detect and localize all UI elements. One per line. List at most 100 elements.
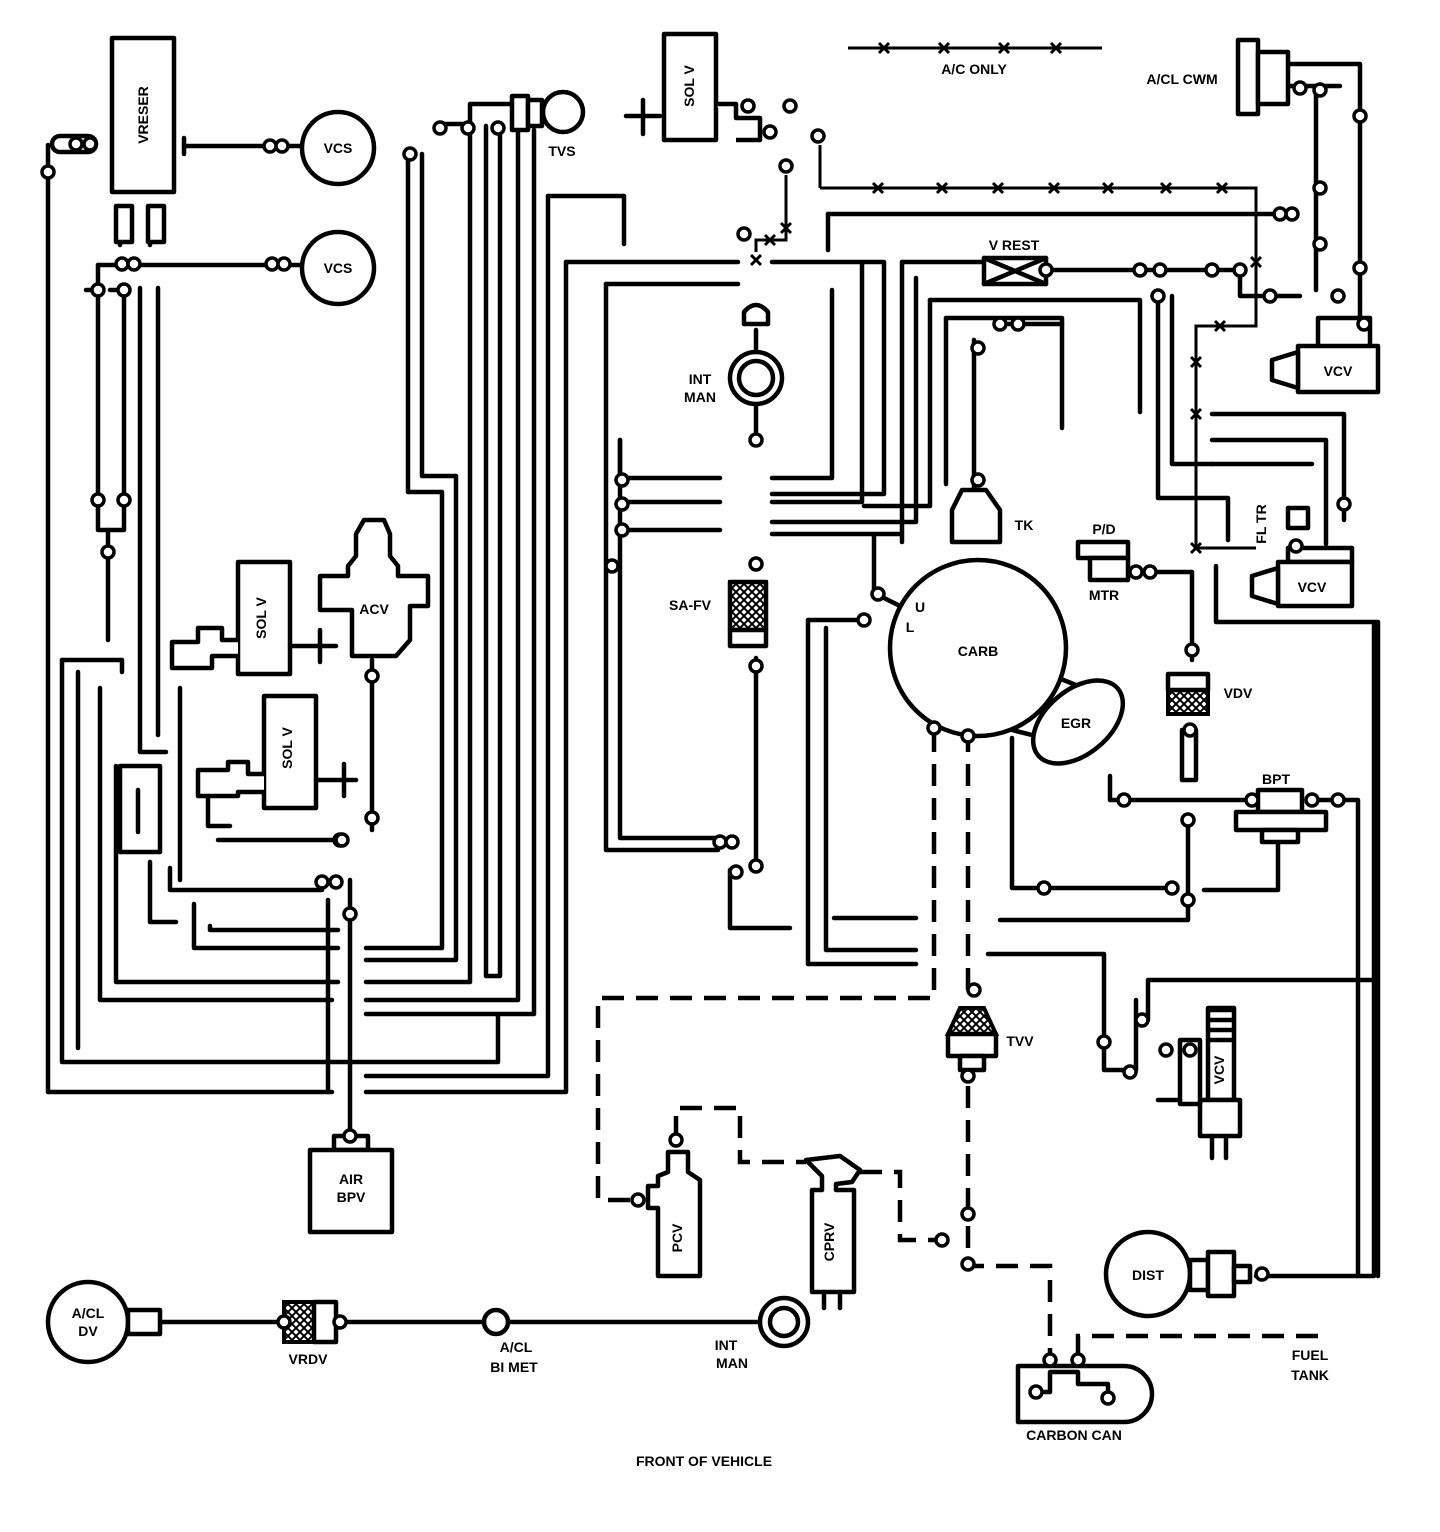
connector: [960, 1256, 976, 1272]
x-mark: [1101, 181, 1115, 195]
mtr-label: MTR: [1089, 587, 1119, 603]
man2-label: MAN: [716, 1355, 748, 1371]
connector: [1312, 82, 1328, 98]
vacuum-control-valve-lower: VCV: [1155, 1005, 1243, 1161]
front-of-vehicle-label: FRONT OF VEHICLE: [636, 1453, 772, 1469]
connector: [870, 586, 886, 602]
connector: [116, 492, 132, 508]
egr-valve: EGR: [1030, 678, 1126, 766]
connector: [748, 858, 764, 874]
v-rest-label: V REST: [989, 237, 1040, 253]
air-cleaner-duct-valve: A/CL DV: [45, 1279, 163, 1365]
tank-label: TANK: [1291, 1367, 1329, 1383]
x-mark: [991, 181, 1005, 195]
vcv-mid-label: VCV: [1298, 579, 1327, 595]
connector: [966, 982, 982, 998]
x-mark: [877, 41, 891, 55]
connector: [970, 340, 986, 356]
carbon-can-label: CARBON CAN: [1026, 1427, 1122, 1443]
connector: [90, 492, 106, 508]
connector: [1038, 262, 1054, 278]
thermal-vacuum-switch: TVS: [509, 89, 586, 159]
connector: [1262, 288, 1278, 304]
air-label: AIR: [339, 1171, 363, 1187]
connector: [264, 256, 280, 272]
connector: [1352, 260, 1368, 276]
connector: [1152, 262, 1168, 278]
connector: [1330, 792, 1346, 808]
x-mark: [1189, 541, 1203, 555]
connector: [1182, 722, 1198, 738]
connector: [314, 874, 330, 890]
connector: [1010, 316, 1026, 332]
connector: [116, 282, 132, 298]
vdv-label: VDV: [1224, 685, 1253, 701]
x-mark: [749, 253, 763, 267]
connector: [1070, 1352, 1086, 1368]
man-label: MAN: [684, 389, 716, 405]
air-bypass-valve: AIR BPV: [307, 1133, 395, 1235]
connector: [1036, 880, 1052, 896]
connector: [1336, 496, 1352, 512]
connector: [1042, 1352, 1058, 1368]
connector: [960, 1068, 976, 1084]
x-mark: [1189, 407, 1203, 421]
solenoid-valve-top: SOL V: [623, 31, 763, 143]
intake-manifold-port-lower: INT MAN: [715, 1295, 811, 1371]
connector: [1232, 262, 1248, 278]
cprv-label: CPRV: [821, 1222, 837, 1261]
ac-only-label: A/C ONLY: [941, 61, 1007, 77]
air-cleaner-bimetal-sensor: A/CL BI MET: [481, 1307, 538, 1375]
connector: [1312, 236, 1328, 252]
distributor: DIST: [1103, 1229, 1253, 1319]
acl-cwm-label: A/CL CWM: [1146, 71, 1217, 87]
connector: [1356, 316, 1372, 332]
connector: [1180, 892, 1196, 908]
sol-v-left-label: SOL V: [253, 596, 269, 638]
connector: [342, 906, 358, 922]
connector: [402, 146, 418, 162]
air-control-valve: ACV: [317, 517, 431, 659]
connector: [1312, 180, 1328, 196]
x-mark: [1215, 181, 1229, 195]
connector: [334, 832, 350, 848]
vacuum-control-valve-mid: VCV: [1249, 545, 1355, 609]
throttle-kicker: TK: [949, 487, 1033, 545]
vcv-lower-label: VCV: [1211, 1055, 1227, 1084]
connector: [276, 1314, 292, 1330]
pcv-valve: PCV: [645, 1149, 703, 1279]
connector: [934, 1232, 950, 1248]
connector: [762, 124, 778, 140]
connector: [712, 834, 728, 850]
connector: [1244, 792, 1260, 808]
connector: [960, 728, 976, 744]
connector: [1254, 1266, 1270, 1282]
connector: [364, 810, 380, 826]
egr-label: EGR: [1061, 715, 1091, 731]
connector: [68, 136, 84, 152]
vacuum-retard-delay-valve: VRDV: [282, 1299, 339, 1367]
connector: [1122, 1064, 1138, 1080]
int-label: INT: [689, 371, 712, 387]
connector: [740, 98, 756, 114]
connector: [1116, 792, 1132, 808]
tvv-label: TVV: [1006, 1033, 1034, 1049]
solenoid-valve-lower: SOL V: [195, 693, 359, 811]
connector: [778, 158, 794, 174]
connector: [262, 138, 278, 154]
pcv-label: PCV: [669, 1223, 685, 1252]
connector: [970, 472, 986, 488]
dv-label: DV: [78, 1323, 98, 1339]
carb-u-label: U: [915, 599, 925, 615]
x-mark: [871, 181, 885, 195]
canister-purge-regulator-valve: CPRV: [803, 1153, 863, 1311]
bpt-label: BPT: [1262, 771, 1290, 787]
connector: [274, 138, 290, 154]
acl2-label: A/CL: [500, 1339, 533, 1355]
vcv-upper-label: VCV: [1324, 363, 1353, 379]
fuel-label: FUEL: [1292, 1347, 1329, 1363]
x-mark: [935, 181, 949, 195]
connector: [1158, 1042, 1174, 1058]
carb-label: CARB: [958, 643, 998, 659]
